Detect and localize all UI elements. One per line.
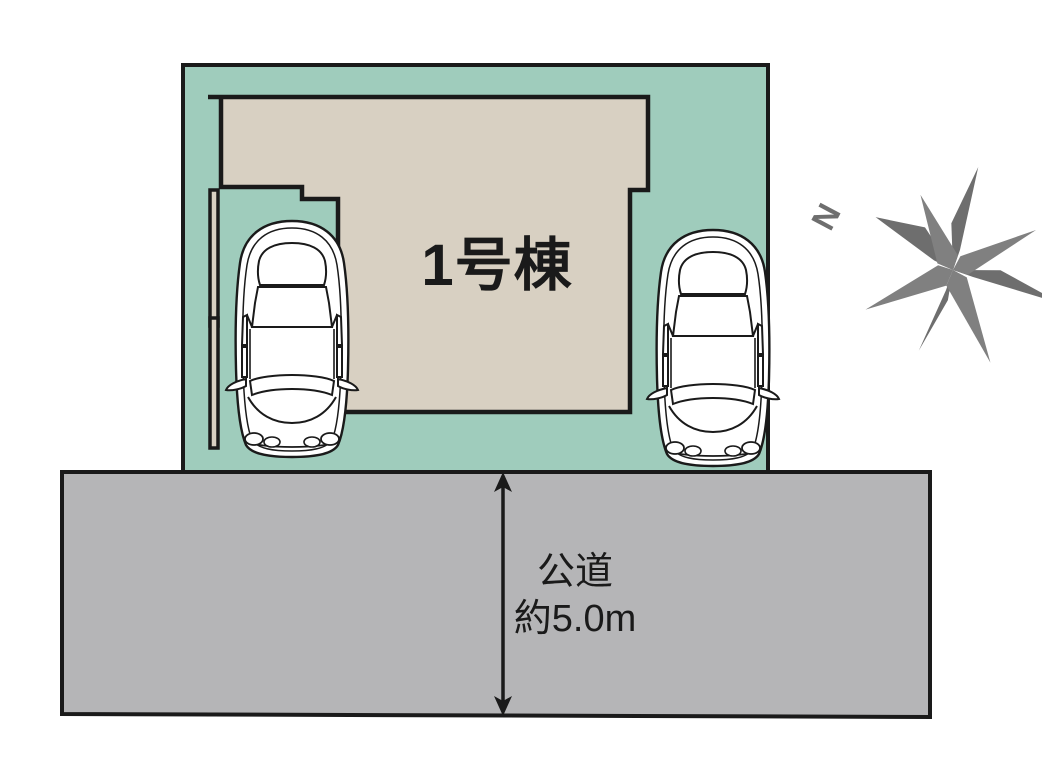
car-top-view-icon (645, 228, 781, 468)
parking-space-right (645, 228, 781, 468)
road-area (60, 470, 932, 720)
fence-posts (208, 188, 220, 450)
fence-post-upper-icon (208, 188, 220, 328)
car-top-view-icon (224, 219, 360, 459)
compass-rose-icon (831, 155, 1042, 399)
dimension-arrow-up-icon (494, 472, 512, 492)
fence-post-lower-icon (208, 316, 220, 450)
public-road (60, 470, 932, 720)
road-width-label: 約5.0m (514, 598, 636, 640)
parking-space-left (224, 219, 360, 459)
dimension-arrow-down-icon (494, 696, 512, 716)
compass-north-label: N (804, 197, 848, 235)
building-label: 1号棟 (421, 233, 572, 298)
road-labels: 公道 約5.0m (514, 551, 636, 640)
road-width-dimension (494, 472, 512, 716)
compass: N (804, 155, 1042, 399)
road-name-label: 公道 (537, 551, 613, 593)
